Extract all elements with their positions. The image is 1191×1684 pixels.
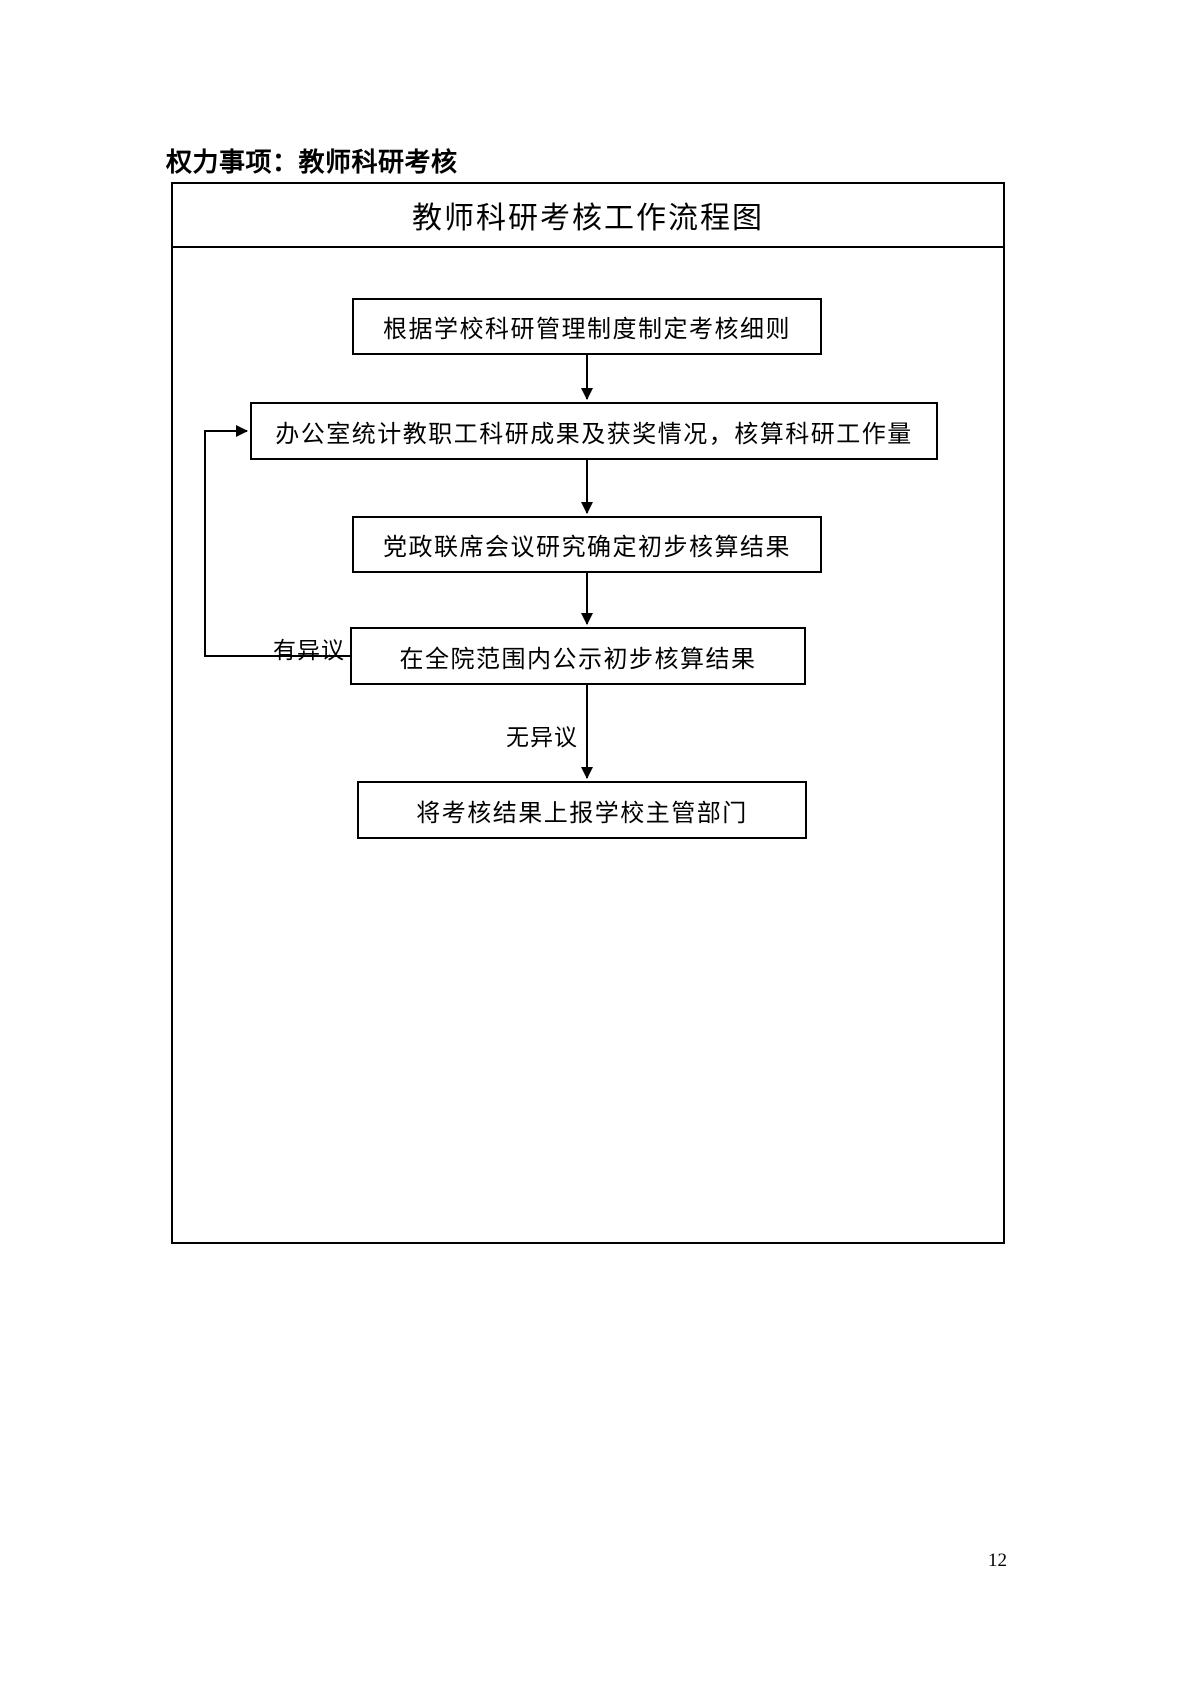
flow-step-office-statistics: 办公室统计教职工科研成果及获奖情况，核算科研工作量 <box>250 402 938 460</box>
page-heading: 权力事项：教师科研考核 <box>166 148 458 177</box>
objection-branch-label: 有异议 <box>273 638 345 663</box>
flow-step-make-rules: 根据学校科研管理制度制定考核细则 <box>352 298 822 355</box>
flowchart-frame: 教师科研考核工作流程图 <box>171 182 1005 1244</box>
page-number: 12 <box>988 1550 1007 1571</box>
no-objection-branch-label: 无异议 <box>506 725 578 750</box>
flow-step-report-results: 将考核结果上报学校主管部门 <box>357 781 807 839</box>
flow-step-publicize-results: 在全院范围内公示初步核算结果 <box>350 627 806 685</box>
flowchart-title: 教师科研考核工作流程图 <box>173 184 1003 248</box>
flow-step-joint-meeting: 党政联席会议研究确定初步核算结果 <box>352 516 822 573</box>
